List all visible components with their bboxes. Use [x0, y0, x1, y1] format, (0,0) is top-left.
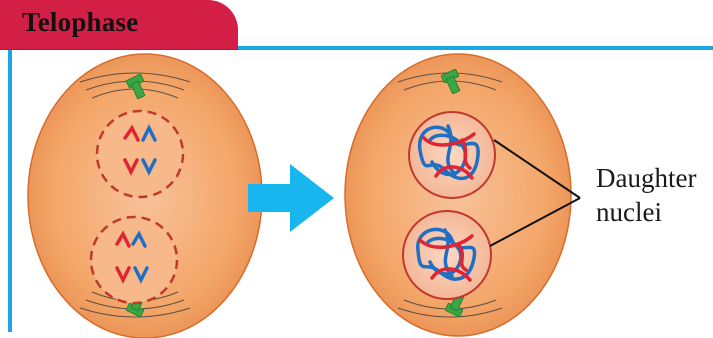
title-tab: Telophase: [0, 0, 238, 50]
right-cell: [345, 54, 571, 336]
left-cell: [28, 54, 262, 338]
forming-nucleus-bottom: [91, 217, 177, 303]
page-title: Telophase: [22, 7, 138, 38]
daughter-nuclei-label-line2: nuclei: [596, 197, 662, 228]
forming-nucleus-top: [97, 111, 183, 197]
daughter-nuclei-label-line1: Daughter: [596, 163, 696, 194]
